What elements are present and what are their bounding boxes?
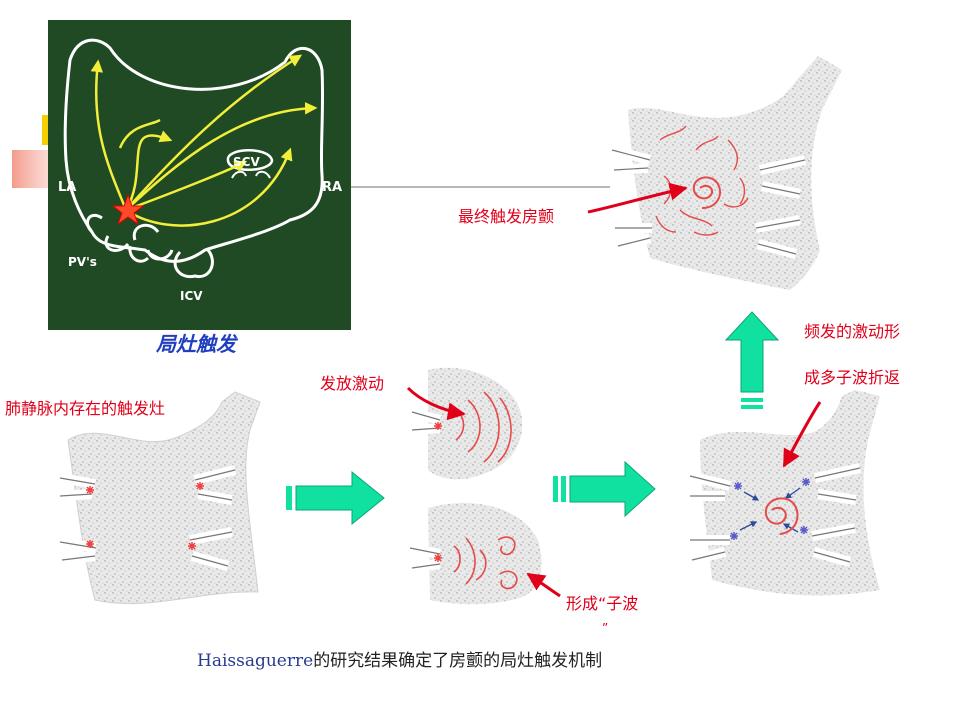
- label-frequent-firing-2: 成多子波折返: [804, 368, 901, 387]
- flow-arrow-1: [286, 470, 385, 526]
- atrium-wavelets-panel: [409, 502, 542, 605]
- label-form-wavelets-quote: ”: [602, 621, 609, 635]
- atrium-reentry-panel: [688, 390, 880, 596]
- atrium-pv-triggers: [59, 391, 261, 605]
- icv-vein: [173, 249, 214, 279]
- label-form-wavelets: 形成“子波: [566, 594, 639, 613]
- atria-outline: [63, 38, 325, 263]
- inset-label-pvs: PV's: [68, 255, 97, 269]
- label-pv-trigger: 肺静脉内存在的触发灶: [5, 399, 166, 418]
- inset-label-ra: RA: [322, 180, 342, 195]
- callout-arrows: [406, 182, 822, 598]
- pv-veins: [86, 213, 174, 263]
- figure-caption: Haissaguerre的研究结果确定了房颤的局灶触发机制: [197, 646, 602, 671]
- trigger-star-icon: [111, 193, 145, 226]
- label-frequent-firing-1: 频发的激动形: [804, 322, 901, 341]
- inset-label-icv: ICV: [180, 289, 203, 303]
- atrium-firing-panel: [410, 367, 523, 480]
- caption-author: Haissaguerre: [197, 651, 314, 671]
- label-final-af: 最终触发房颤: [458, 207, 555, 226]
- caption-text: 的研究结果确定了房颤的局灶触发机制: [313, 651, 603, 671]
- atria-inset-panel: [48, 20, 351, 330]
- inset-label-la: LA: [58, 180, 76, 195]
- inset-label-scv: SCV: [233, 155, 260, 169]
- label-firing: 发放激动: [320, 374, 385, 393]
- label-focal-trigger: 局灶触发: [156, 332, 236, 356]
- flow-arrow-up: [724, 311, 780, 409]
- activation-path: [90, 54, 318, 227]
- flow-arrow-2: [553, 460, 656, 518]
- atrium-final-af-panel: [610, 56, 842, 290]
